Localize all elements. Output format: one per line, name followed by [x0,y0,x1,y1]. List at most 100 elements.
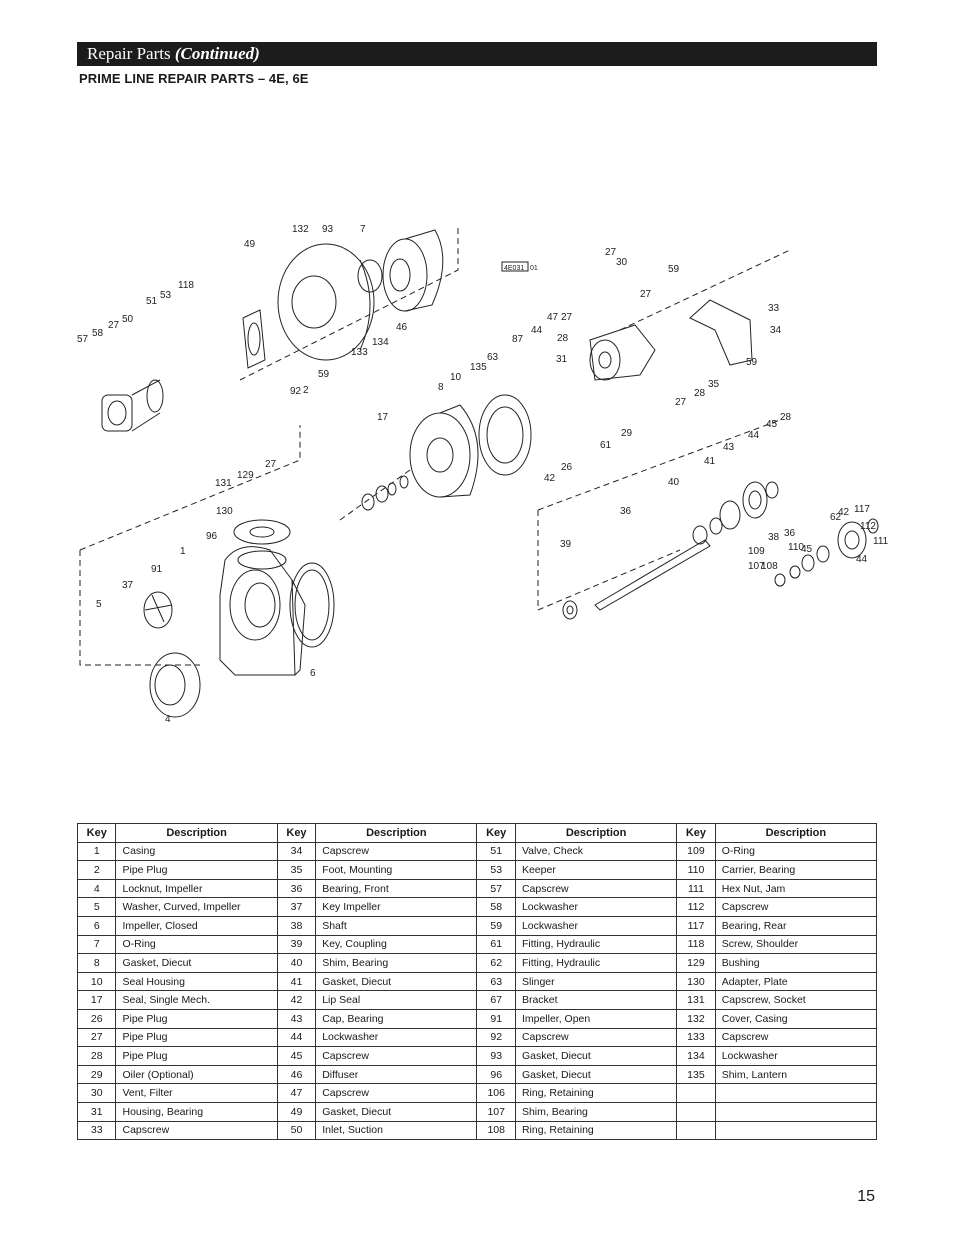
callout-label: 4 [165,714,171,725]
part-key-cell: 7 [76,934,117,955]
part-description-cell: Shim, Lantern [714,1064,878,1085]
part-key-cell: 1 [76,841,117,862]
callout-label: 45 [801,544,813,555]
callout-label: 33 [768,303,780,314]
callout-label: 30 [616,257,628,268]
part-description-cell: Seal Housing [115,971,278,992]
callout-label: 45 [766,419,778,430]
part-key-cell: 57 [476,878,516,899]
col-header-key: Key [76,823,117,843]
part-description-cell: Ring, Retaining [514,1083,678,1103]
part-description-cell: Bearing, Front [315,878,478,899]
callout-label: 109 [748,546,765,557]
callout-label: 27 [265,459,277,470]
callout-label: 110 [788,542,804,553]
callout-label: 117 [854,504,870,515]
parts-table: Key Description Key Description Key Desc… [76,823,878,1141]
part-key-cell: 17 [76,990,117,1010]
part-description-cell: Inlet, Suction [315,1120,478,1141]
part-key-cell: 92 [476,1027,516,1048]
part-key-cell: 53 [476,860,516,880]
callout-label: 62 [830,512,842,523]
part-description-cell: Slinger [514,971,678,992]
part-description-cell: Pipe Plug [115,1008,278,1029]
callout-label: 130 [216,506,233,517]
part-description-cell: O-Ring [115,934,278,955]
col-header-key: Key [676,823,716,843]
parts-table-header-row: Key Description Key Description Key Desc… [76,823,878,843]
part-key-cell: 118 [676,934,716,955]
part-description-cell: Casing [115,841,278,862]
callout-label: 53 [160,290,172,301]
part-key-cell: 37 [276,897,317,917]
part-key-cell: 111 [676,878,716,899]
part-description-cell: Cap, Bearing [315,1008,478,1029]
part-description-cell: Impeller, Closed [115,915,278,936]
part-key-cell: 129 [676,953,716,973]
callout-label: 29 [621,428,633,439]
part-key-cell: 132 [676,1008,716,1029]
part-description-cell: Vent, Filter [115,1083,278,1103]
callout-label: 27 [561,312,573,323]
part-key-cell: 45 [276,1046,317,1066]
part-key-cell: 46 [276,1064,317,1085]
part-key-cell [676,1101,716,1122]
callout-label: 27 [640,289,652,300]
callout-label: 27 [108,320,120,331]
part-key-cell: 29 [76,1064,117,1085]
part-description-cell: Bushing [714,953,878,973]
callout-label: 133 [351,347,368,358]
part-key-cell: 49 [276,1101,317,1122]
part-description-cell: Cover, Casing [714,1008,878,1029]
part-key-cell: 26 [76,1008,117,1029]
part-key-cell: 106 [476,1083,516,1103]
callout-label: 134 [372,337,389,348]
section-title: PRIME LINE REPAIR PARTS – 4E, 6E [79,71,309,86]
callout-label: 112 [860,521,876,532]
part-key-cell: 28 [76,1046,117,1066]
callout-label: 61 [600,440,612,451]
part-key-cell: 107 [476,1101,516,1122]
part-key-cell: 58 [476,897,516,917]
part-key-cell [676,1120,716,1141]
part-key-cell: 93 [476,1046,516,1066]
part-description-cell: Hex Nut, Jam [714,878,878,899]
part-key-cell: 35 [276,860,317,880]
callout-label: 28 [780,412,792,423]
part-description-cell: Fitting, Hydraulic [514,934,678,955]
part-description-cell: Carrier, Bearing [714,860,878,880]
part-description-cell: Fitting, Hydraulic [514,953,678,973]
part-description-cell: Seal, Single Mech. [115,990,278,1010]
callout-label: 17 [377,412,389,423]
callout-label: 27 [605,247,617,258]
part-description-cell: Capscrew, Socket [714,990,878,1010]
part-key-cell: 10 [76,971,117,992]
part-key-cell: 108 [476,1120,516,1141]
callout-label: 38 [768,532,780,543]
callout-label: 59 [746,357,758,368]
part-key-cell: 2 [76,860,117,880]
callout-label: 58 [92,328,104,339]
callout-label: 108 [761,561,778,572]
callout-label: 135 [470,362,487,373]
callout-label: 28 [557,333,569,344]
callout-label: 47 [547,312,559,323]
callout-label: 63 [487,352,499,363]
part-key-cell: 47 [276,1083,317,1103]
part-description-cell: Capscrew [714,1027,878,1048]
part-description-cell: Lockwasher [514,897,678,917]
part-key-cell: 134 [676,1046,716,1066]
part-key-cell: 50 [276,1120,317,1141]
part-description-cell: Gasket, Diecut [315,971,478,992]
part-key-cell: 112 [676,897,716,917]
callout-label: 44 [531,325,543,336]
